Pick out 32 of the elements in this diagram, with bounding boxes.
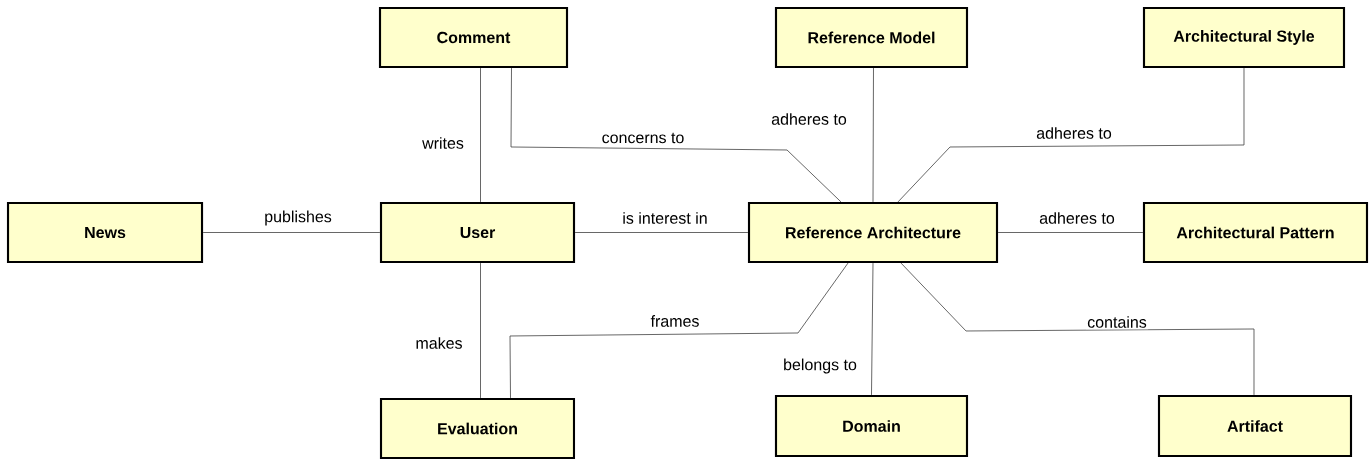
edge-label: makes [414,335,464,351]
entity-box: Artifact [1157,394,1353,458]
entity-box: Architectural Style [1142,6,1346,69]
entity-box: Reference Architecture [747,201,999,264]
edge-label: frames [649,313,701,329]
connector-line [872,67,874,203]
connector-line [997,232,1144,233]
entity-box: Domain [774,394,969,458]
connector-line [480,67,481,203]
connector-line [574,232,749,233]
edge-label: concerns to [600,131,686,145]
connector-line [509,262,849,399]
connector-line [480,262,481,399]
entity-box: Architectural Pattern [1142,201,1369,264]
edge-label: adheres to [1034,125,1114,141]
entity-box: News [6,201,204,264]
edge-label: publishes [262,209,334,227]
connector-line [510,67,842,203]
entity-box: Comment [378,6,569,69]
connector-line [871,262,874,396]
edge-label: contains [1085,314,1149,330]
edge-label: is interest in [621,210,709,226]
edge-label: belongs to [781,357,859,375]
connector-line [202,232,381,233]
entity-box: Reference Model [774,6,969,69]
edge-label: adheres to [769,111,849,127]
connector-line [897,67,1245,203]
edge-label: adheres to [1037,210,1117,226]
entity-box: User [379,201,576,264]
connector-line [900,262,1255,396]
entity-box: Evaluation [379,397,576,460]
edge-label: writes [420,135,466,151]
